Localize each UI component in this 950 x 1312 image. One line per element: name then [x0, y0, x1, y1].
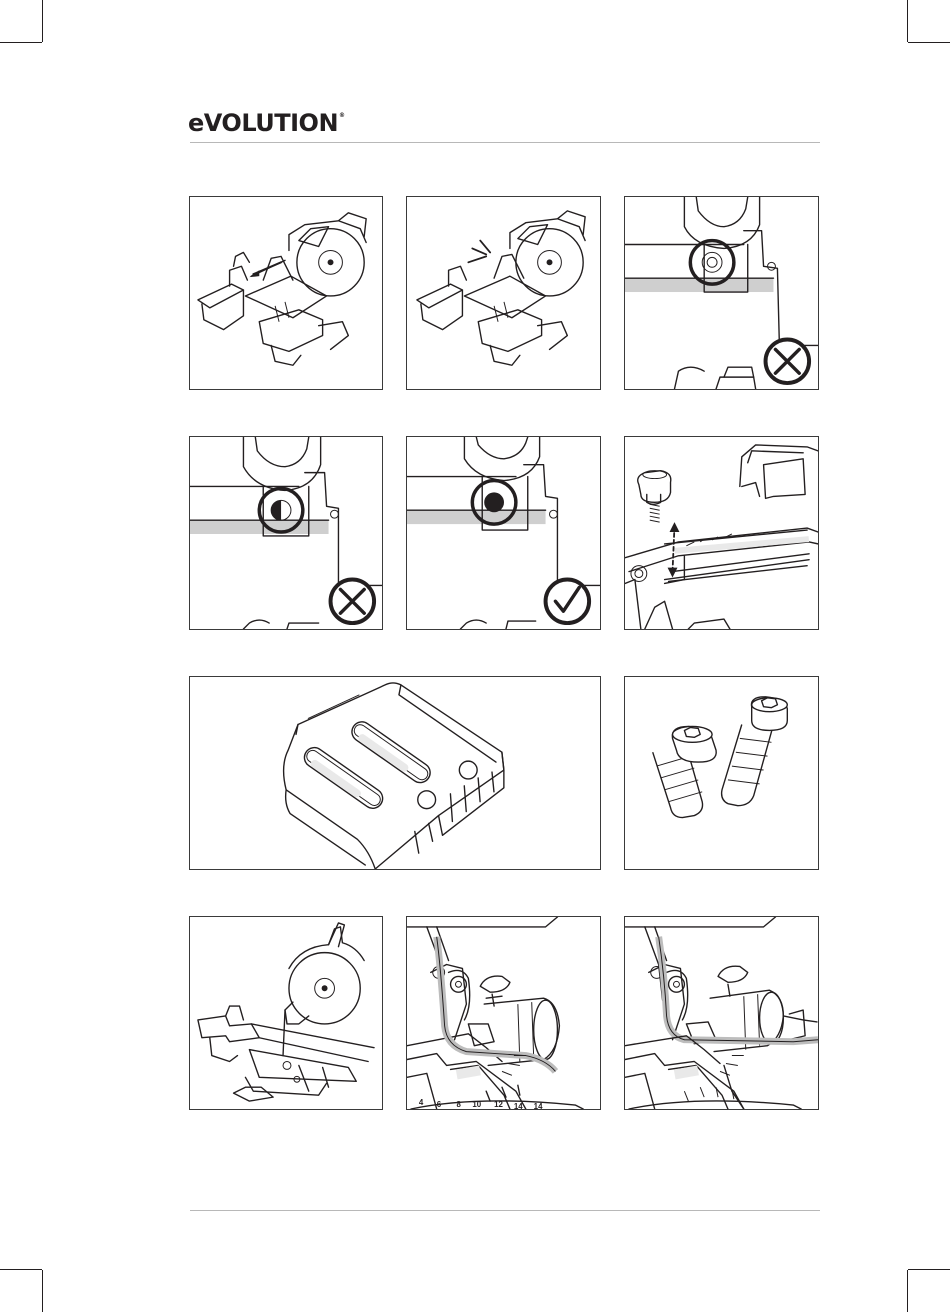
crop-mark: [0, 1269, 42, 1270]
figure-saw-click-lock: [406, 196, 601, 390]
figure-lock-pin-partial-wrong: [189, 436, 383, 630]
figure-hex-bolts: [624, 676, 819, 870]
header-rule: [190, 142, 820, 143]
figure-knob-on-rail: [624, 436, 819, 630]
logo-mark: ®: [339, 112, 345, 119]
logo-text: eVOLUTION: [188, 109, 338, 137]
scale-label: 14: [514, 1102, 523, 1109]
scale-label: 10: [472, 1100, 481, 1109]
figure-lock-pin-correct: [406, 436, 601, 630]
figure-saw-slide-back: [189, 196, 383, 390]
footer-rule: [190, 1210, 820, 1211]
check-icon: [546, 580, 590, 624]
crop-mark: [907, 0, 908, 42]
scale-label: 14: [534, 1102, 543, 1109]
crop-mark: [42, 1270, 43, 1312]
crop-mark: [908, 42, 950, 43]
scale-label: 6: [437, 1100, 442, 1109]
crop-mark: [0, 42, 42, 43]
bolt-icon: [722, 697, 788, 806]
crop-mark: [908, 1269, 950, 1270]
bolt-icon: [653, 726, 717, 817]
figure-guard-plate: [189, 676, 601, 870]
figure-saw-side-view: [189, 916, 383, 1110]
figure-bevel-hose-clipped: [624, 916, 819, 1110]
scale-label: 8: [456, 1100, 461, 1109]
figure-lock-pin-wrong: [624, 196, 819, 390]
crop-mark: [42, 0, 43, 42]
scale-label: 4: [419, 1098, 424, 1107]
cross-icon: [331, 580, 375, 624]
figure-bevel-hose-loose: 4 6 8 10 12 14 14: [406, 916, 601, 1110]
brand-logo: eVOLUTION®: [188, 103, 345, 137]
scale-label: 12: [494, 1100, 503, 1109]
crop-mark: [907, 1270, 908, 1312]
cross-icon: [766, 340, 810, 384]
